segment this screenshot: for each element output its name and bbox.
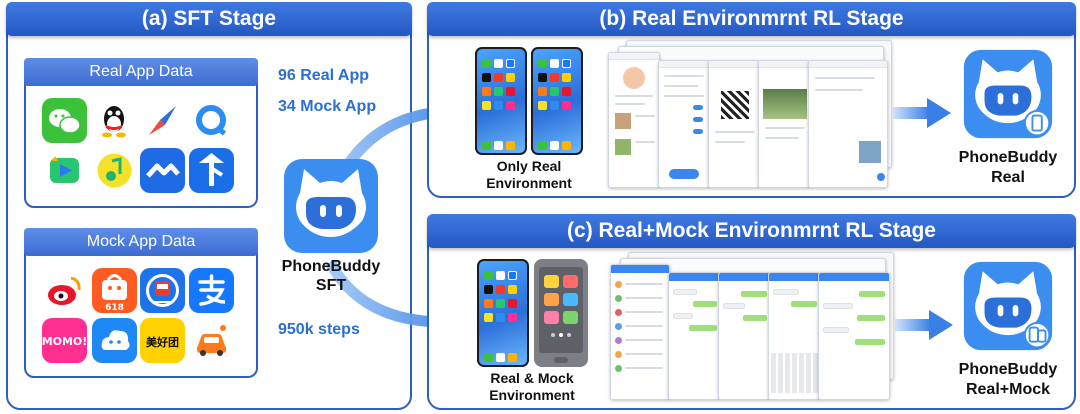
cloud-icon [92,318,137,363]
train-icon [140,268,185,313]
meituan-label: 美好团 [146,335,179,349]
phonebuddy-sft-label-line2: SFT [315,277,347,294]
video-icon [42,148,87,193]
sft-stage-banner: (a) SFT Stage [6,2,412,36]
real-rl-stage-banner: (b) Real Environmrnt RL Stage [427,2,1076,36]
qq-icon [92,98,137,143]
real-trajectory-screenshots [600,40,892,192]
real-app-data-label: Real App Data [24,58,258,86]
only-real-env-label-line2: Environment [486,175,572,191]
meituan-icon: 美好团 [140,318,185,363]
real-phone-2 [531,47,583,155]
phonebuddy-real-mascot-icon [963,49,1053,139]
sale-label: 618 [105,303,124,313]
mock-phone [534,259,588,367]
stat-training-steps: 950k steps [278,321,360,338]
real-phone-1 [475,47,527,155]
mock-trajectory-screenshots [602,252,894,404]
compass-icon [140,98,185,143]
arrow-to-phonebuddy-real [893,98,951,128]
only-real-env-label-line1: Only Real [496,158,562,174]
weibo-icon [42,268,87,313]
travel-icon [189,148,234,193]
real-mock-env-label-line2: Environment [489,387,575,403]
phonebuddy-real-mock-mascot-icon [963,261,1053,351]
real-mock-env-label-line1: Real & Mock [490,370,574,386]
phonebuddy-real-label-line2: Real [991,169,1025,186]
search-q-icon [189,98,234,143]
phonebuddy-sft-mascot-icon [284,159,378,253]
phonebuddy-real-mock-label-line1: PhoneBuddy [958,361,1058,378]
shopping-bag-icon: 618 [92,268,137,313]
phonebuddy-sft-label-line1: PhoneBuddy [281,258,381,275]
momo-icon: MOMO! [42,318,87,363]
phonebuddy-real-mock-label-line2: Real+Mock [965,381,1051,398]
car-icon [189,318,234,363]
music-icon [92,148,137,193]
stat-real-apps: 96 Real App [278,67,369,84]
phonebuddy-real-label-line1: PhoneBuddy [958,149,1058,166]
stat-mock-apps: 34 Mock App [278,98,377,115]
real-phone-3 [477,259,529,367]
mock-rl-stage-banner: (c) Real+Mock Environmrnt RL Stage [427,214,1076,248]
meeting-icon [140,148,185,193]
mock-app-data-label: Mock App Data [24,228,258,256]
alipay-icon [189,268,234,313]
arrow-to-phonebuddy-real-mock [895,310,953,340]
wechat-icon [42,98,87,143]
momo-label: MOMO! [42,335,87,348]
